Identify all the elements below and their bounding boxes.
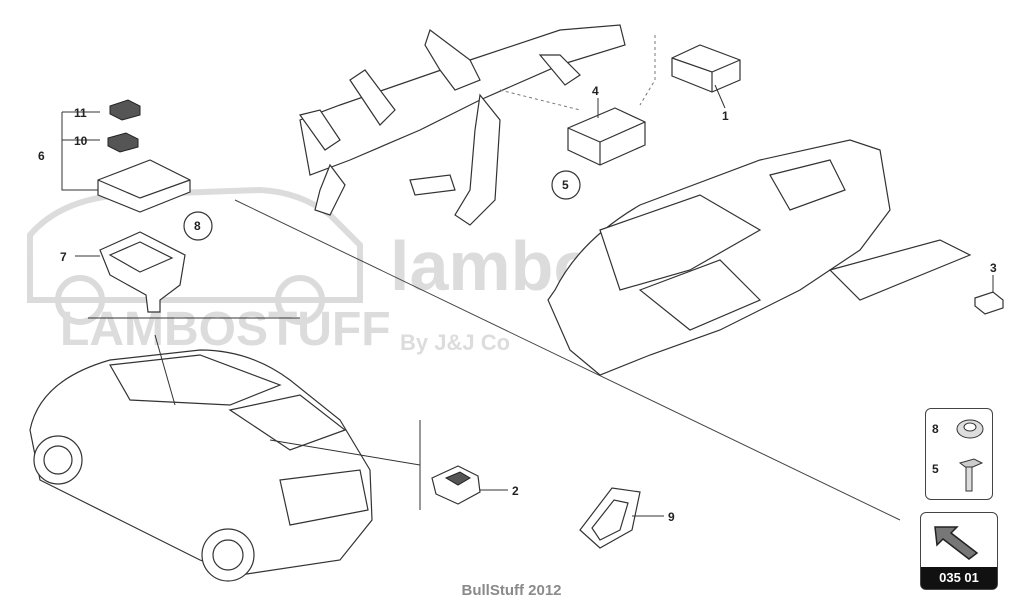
watermark: lambo LAMBOSTUFF By J&J Co [27, 186, 596, 356]
cross-car-beam [298, 24, 626, 226]
part-5-callout: 5 [551, 170, 581, 200]
vehicle-outline [29, 317, 421, 582]
part-8-label: 8 [194, 219, 201, 233]
reference-box: 035 01 [920, 512, 998, 590]
dashboard [547, 139, 972, 376]
part-4-control-unit: 4 [567, 84, 646, 166]
part-8-callout: 8 [183, 211, 213, 241]
part-2-switch: 2 [431, 465, 519, 505]
watermark-line1: LAMBOSTUFF [60, 303, 391, 356]
part-2-label: 2 [512, 484, 519, 498]
bolt-icon [958, 458, 984, 492]
part-5-label: 5 [562, 178, 569, 192]
fastener-legend-canvas: 8 5 [932, 419, 984, 492]
part-6-group: 6 11 10 [38, 99, 191, 213]
legend-label-8: 8 [932, 422, 939, 436]
divider-line [234, 199, 901, 521]
arrow-icon [934, 526, 979, 560]
part-4-label: 4 [592, 84, 599, 98]
part-1-label: 1 [722, 109, 729, 123]
fastener-legend: 8 5 [925, 408, 993, 500]
part-1-module: 1 [671, 44, 741, 123]
watermark-line2: By J&J Co [400, 330, 510, 355]
part-9-panel: 9 [579, 487, 675, 549]
part-10-label: 10 [74, 134, 88, 148]
grommet-icon [956, 419, 984, 439]
part-7-bracket: 7 [60, 231, 186, 313]
reference-code: 035 01 [921, 567, 997, 589]
legend-label-5: 5 [932, 462, 939, 476]
guide-line [639, 35, 656, 106]
part-3-clip: 3 [974, 261, 1004, 315]
guide-line [499, 89, 581, 111]
part-3-label: 3 [990, 261, 997, 275]
part-6-label: 6 [38, 149, 45, 163]
part-9-label: 9 [668, 510, 675, 524]
part-11-label: 11 [74, 106, 87, 120]
caption: BullStuff 2012 [461, 582, 562, 599]
part-7-label: 7 [60, 250, 67, 264]
